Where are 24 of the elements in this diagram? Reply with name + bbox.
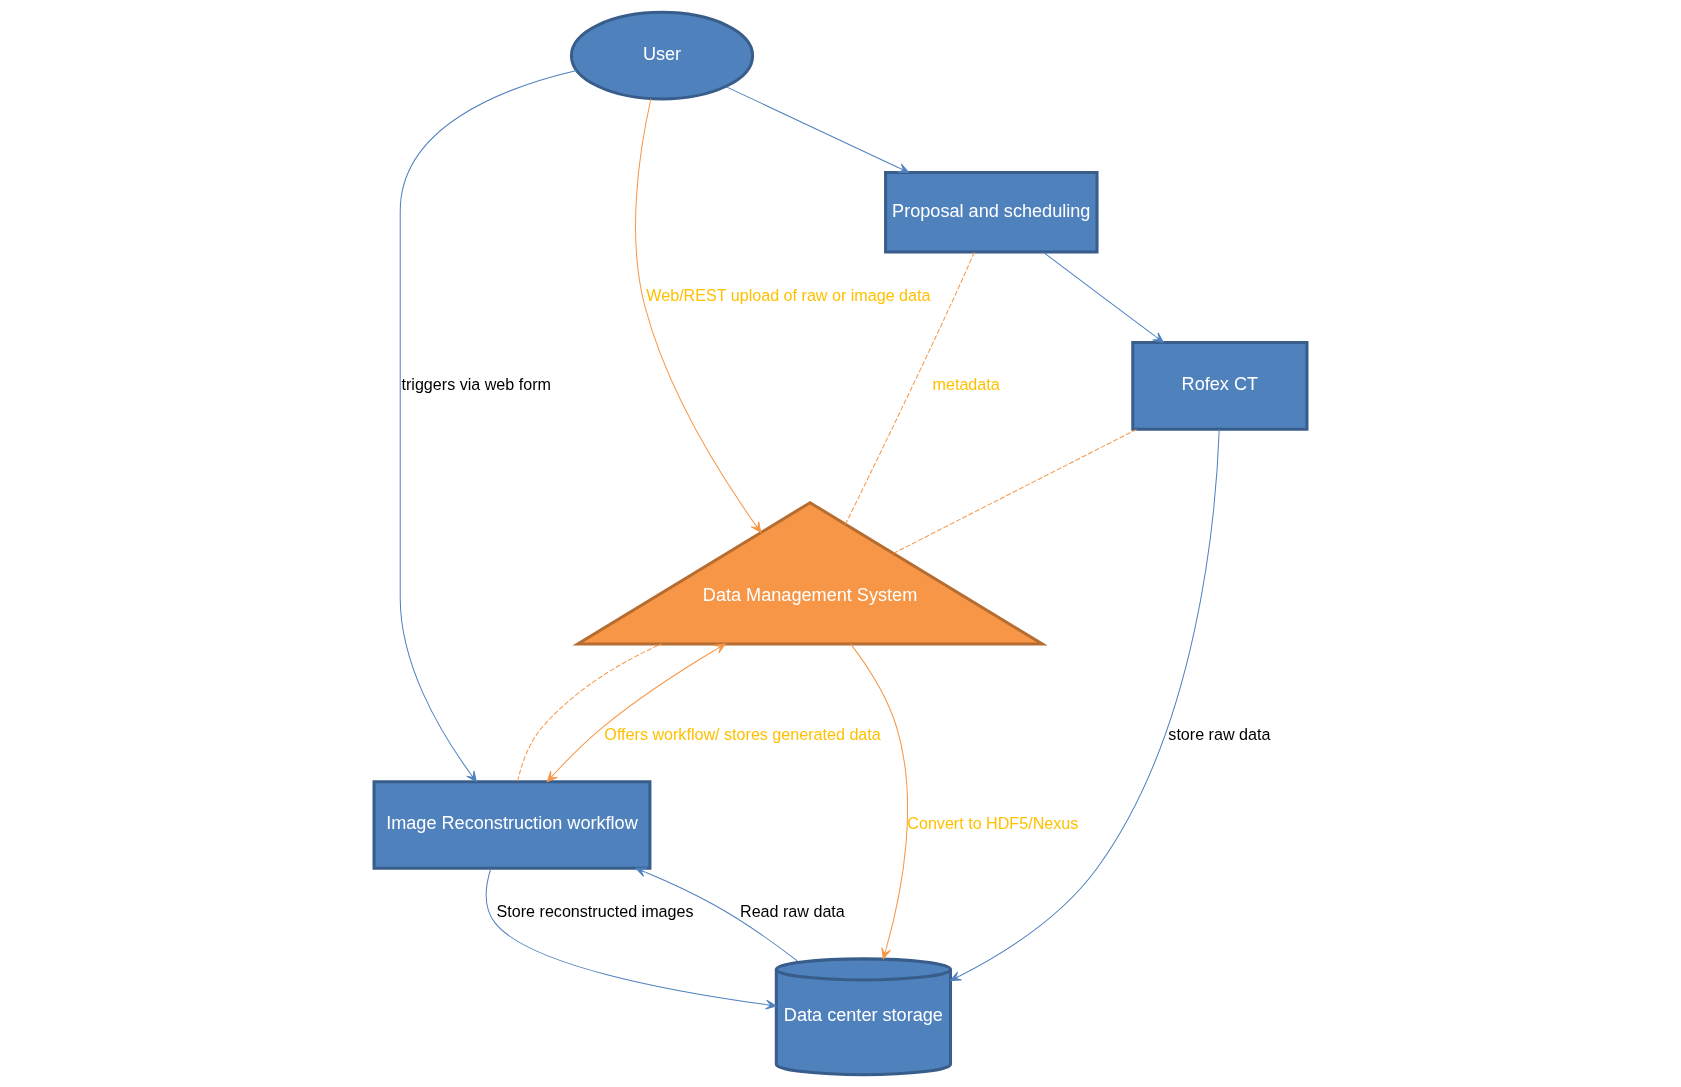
- edge-label: Read raw data: [740, 902, 845, 921]
- edge-label: Store reconstructed images: [496, 902, 694, 921]
- arrow: [850, 643, 909, 960]
- edge-label: triggers via web form: [401, 374, 551, 393]
- arrow: [1042, 251, 1164, 343]
- connector: [517, 643, 662, 782]
- edge-label: Convert to HDF5/Nexus: [907, 813, 1079, 832]
- edge-label: store raw data: [1168, 725, 1271, 744]
- edge-label: metadata: [932, 374, 1000, 393]
- arrow: [635, 867, 798, 962]
- node-ellipse: User: [569, 10, 755, 101]
- arrow: [725, 86, 910, 173]
- arrow: [546, 643, 726, 783]
- arrow: [950, 428, 1220, 982]
- node-box: Rofex CT: [1131, 341, 1309, 431]
- arrow: [635, 98, 762, 533]
- node-box: Image Reconstruction workflow: [372, 780, 652, 870]
- arrow: [485, 868, 777, 1010]
- edge-label: Web/REST upload of raw or image data: [646, 286, 931, 305]
- connector: [845, 251, 975, 525]
- node-box: Proposal and scheduling: [884, 170, 1099, 254]
- arrow: [399, 70, 578, 783]
- edge-label: Offers workflow/ stores generated data: [604, 725, 881, 744]
- connector: [893, 428, 1137, 554]
